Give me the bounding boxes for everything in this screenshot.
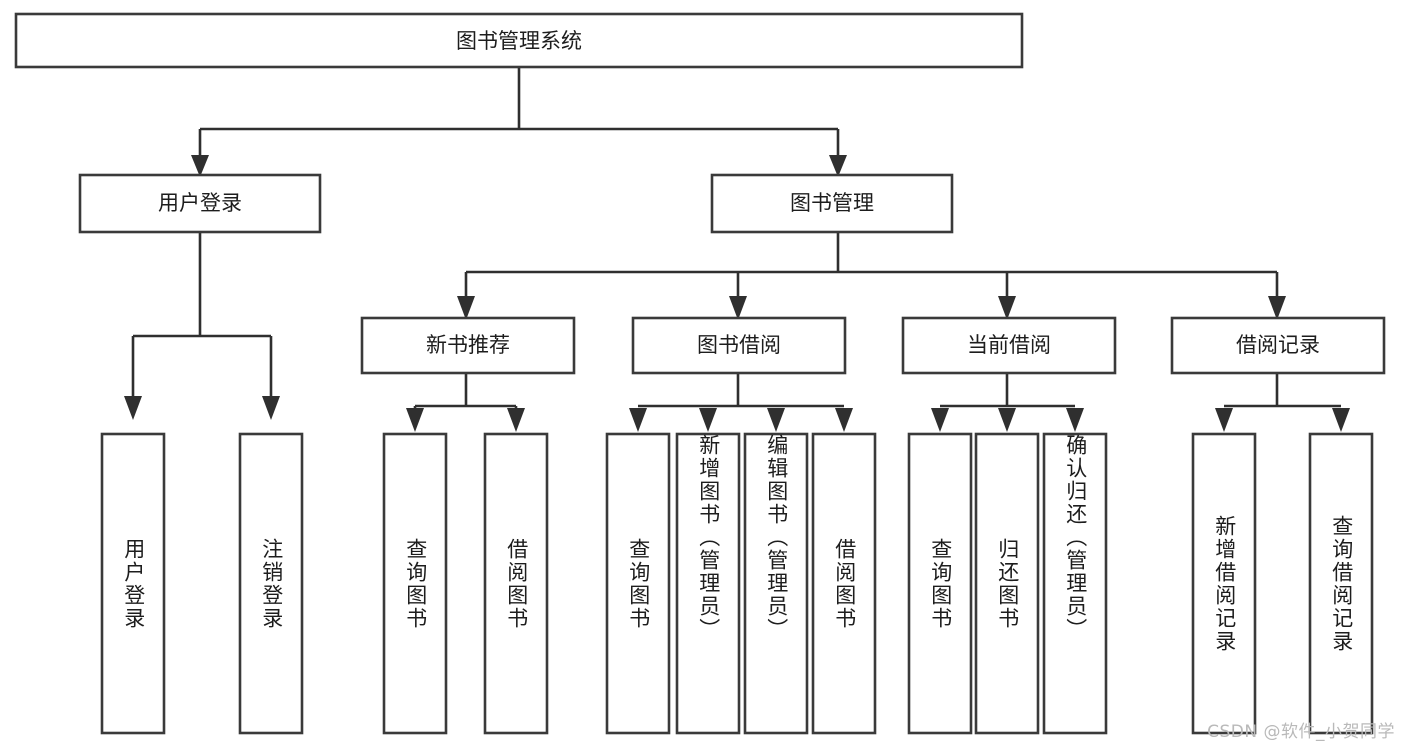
- leaf-box-currentborrow-confirm[interactable]: [1042, 432, 1108, 735]
- arrowhead-book-borrow: [729, 296, 747, 320]
- arrowhead-currentborrow-query: [931, 408, 949, 432]
- arrowhead-leaf-logout: [262, 396, 280, 420]
- node-borrow-record[interactable]: 借阅记录: [1170, 316, 1386, 375]
- arrowhead-user-login: [191, 155, 209, 177]
- node-new-book-recommend-label: 新书推荐: [426, 333, 510, 357]
- arrowhead-newbook-query: [406, 408, 424, 432]
- arrowhead-borrowrecord-add: [1215, 408, 1233, 432]
- node-book-borrow-box[interactable]: [631, 316, 847, 375]
- arrowhead-currentborrow-confirm: [1066, 408, 1084, 432]
- leaf-box-user-login-logout[interactable]: [238, 432, 304, 735]
- node-book-management-label: 图书管理: [790, 191, 874, 215]
- arrowhead-new-book-recommend: [457, 296, 475, 320]
- node-book-management-box[interactable]: [710, 173, 954, 234]
- node-root[interactable]: 图书管理系统: [14, 12, 1024, 69]
- arrowhead-currentborrow-return: [998, 408, 1016, 432]
- leaf-box-bookborrow-add[interactable]: [675, 432, 741, 735]
- leaf-box-currentborrow-query[interactable]: [907, 432, 973, 735]
- leaf-box-borrowrecord-add[interactable]: [1191, 432, 1257, 735]
- arrowhead-bookborrow-lend: [835, 408, 853, 432]
- arrowhead-book-mgmt: [829, 155, 847, 177]
- node-new-book-recommend-box[interactable]: [360, 316, 576, 375]
- node-current-borrow-label: 当前借阅: [967, 333, 1051, 357]
- node-root-box[interactable]: [14, 12, 1024, 69]
- node-current-borrow[interactable]: 当前借阅: [901, 316, 1117, 375]
- node-borrow-record-box[interactable]: [1170, 316, 1386, 375]
- leaf-box-user-login-login[interactable]: [100, 432, 166, 735]
- leaf-box-newbook-borrow[interactable]: [483, 432, 549, 735]
- node-user-login-box[interactable]: [78, 173, 322, 234]
- arrowhead-bookborrow-query: [629, 408, 647, 432]
- leaf-box-newbook-query[interactable]: [382, 432, 448, 735]
- node-user-login[interactable]: 用户登录: [78, 173, 322, 234]
- node-new-book-recommend[interactable]: 新书推荐: [360, 316, 576, 375]
- leaf-box-bookborrow-lend[interactable]: [811, 432, 877, 735]
- leaf-box-borrowrecord-query[interactable]: [1308, 432, 1374, 735]
- arrowhead-bookborrow-edit: [767, 408, 785, 432]
- arrowhead-borrow-record: [1268, 296, 1286, 320]
- arrowhead-borrowrecord-query: [1332, 408, 1350, 432]
- node-current-borrow-box[interactable]: [901, 316, 1117, 375]
- arrowhead-bookborrow-add: [699, 408, 717, 432]
- arrowhead-current-borrow: [998, 296, 1016, 320]
- node-root-label: 图书管理系统: [456, 29, 582, 53]
- node-book-borrow-label: 图书借阅: [697, 333, 781, 357]
- leaf-box-bookborrow-edit[interactable]: [743, 432, 809, 735]
- leaf-box-currentborrow-return[interactable]: [974, 432, 1040, 735]
- connector-layer: [124, 67, 1350, 432]
- arrowhead-leaf-user-login: [124, 396, 142, 420]
- node-book-borrow[interactable]: 图书借阅: [631, 316, 847, 375]
- node-book-management[interactable]: 图书管理: [710, 173, 954, 234]
- node-borrow-record-label: 借阅记录: [1236, 333, 1320, 357]
- node-user-login-label: 用户登录: [158, 191, 242, 215]
- leaf-box-bookborrow-query[interactable]: [605, 432, 671, 735]
- arrowhead-newbook-borrow: [507, 408, 525, 432]
